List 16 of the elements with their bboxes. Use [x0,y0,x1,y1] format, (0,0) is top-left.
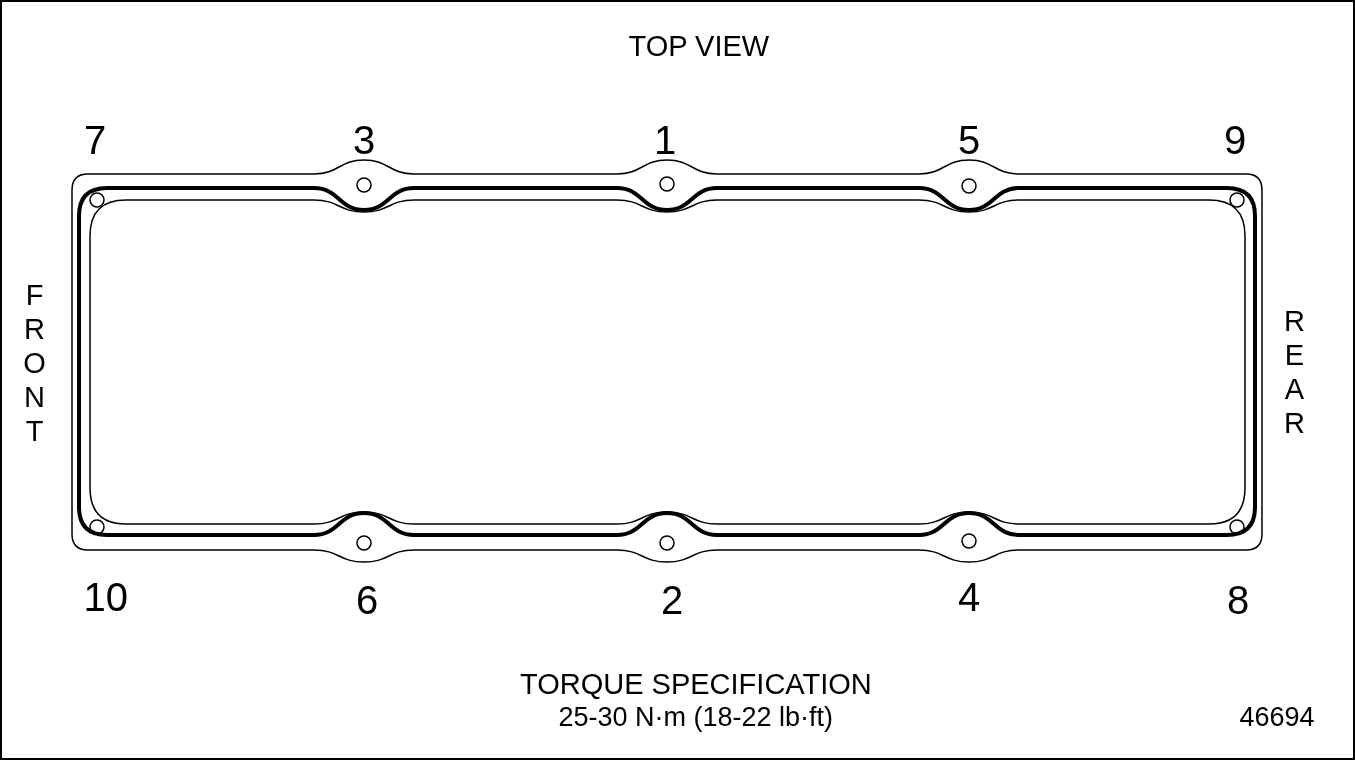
direction-label: REAR [1279,305,1309,441]
callout-number: 5 [958,120,981,160]
callout-number: 10 [83,577,128,617]
callout-number: 7 [84,120,107,160]
direction-label: FRONT [19,279,49,449]
callout-number: 1 [654,120,677,160]
torque-value: 25-30 N·m (18-22 lb·ft) [558,704,834,731]
callout-number: 8 [1227,580,1250,620]
callout-number: 2 [661,580,684,620]
callout-number: 3 [353,120,376,160]
callout-number: 9 [1224,120,1247,160]
figure-number: 46694 [1239,704,1315,731]
torque-heading: TORQUE SPECIFICATION [520,670,872,699]
callout-number: 6 [356,580,379,620]
view-title: TOP VIEW [628,32,770,61]
callout-number: 4 [958,577,981,617]
